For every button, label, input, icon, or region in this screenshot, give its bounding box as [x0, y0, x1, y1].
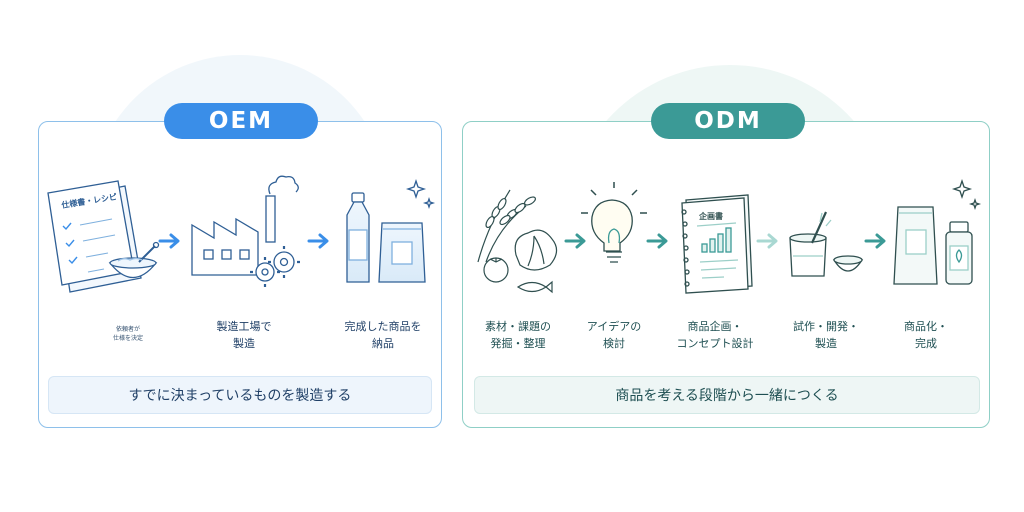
- oem-badge: OEM: [164, 103, 318, 139]
- prototype-bowls-icon: [789, 211, 864, 277]
- spec-recipe-document-icon: 仕様書・レシピ: [47, 180, 160, 293]
- oem-step-3-label: 完成した商品を納品: [344, 320, 422, 350]
- odm-step-1-label: 素材・課題の発掘・整理: [485, 320, 551, 350]
- finished-products-icon: [893, 178, 982, 285]
- odm-step-3-label: 商品企画・コンセプト設計: [676, 320, 754, 350]
- odm-badge: ODM: [651, 103, 805, 139]
- odm-summary: 商品を考える段階から一緒につくる: [474, 376, 980, 414]
- lightbulb-icon: [581, 182, 647, 263]
- planning-notebook-icon: 企画書: [681, 194, 753, 294]
- odm-step-5-label: 商品化・完成: [904, 320, 948, 350]
- bottle-and-pouch-icon: [346, 178, 436, 283]
- ingredients-icon: [477, 189, 558, 294]
- oem-step-1-label: 依頼者が仕様を決定: [112, 326, 143, 342]
- odm-arrows: [564, 233, 886, 249]
- odm-step-2-label: アイデアの検討: [586, 320, 642, 350]
- odm-step-4-label: 試作・開発・製造: [793, 320, 859, 350]
- oem-step-2-label: 製造工場で製造: [216, 320, 272, 350]
- planning-notebook-title: 企画書: [698, 211, 723, 221]
- factory-icon: [191, 175, 300, 287]
- oem-summary: すでに決まっているものを製造する: [48, 376, 432, 414]
- oem-arrows: [158, 233, 329, 249]
